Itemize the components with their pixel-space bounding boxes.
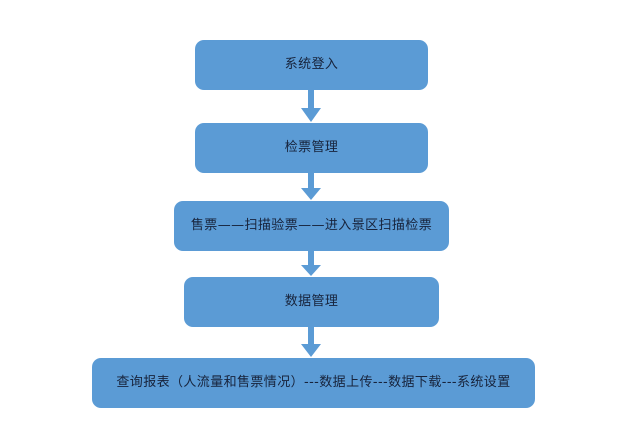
down-arrow-icon xyxy=(297,326,325,359)
flow-node-label: 售票——扫描验票——进入景区扫描检票 xyxy=(190,217,433,233)
flow-node-data-management[interactable]: 数据管理 xyxy=(184,277,439,327)
down-arrow-icon xyxy=(297,172,325,202)
down-arrow-icon xyxy=(297,250,325,278)
flow-node-ticket-management[interactable]: 检票管理 xyxy=(195,123,428,173)
flow-node-label: 系统登入 xyxy=(284,56,339,72)
flow-node-ticket-process[interactable]: 售票——扫描验票——进入景区扫描检票 xyxy=(174,201,449,251)
flow-node-data-functions[interactable]: 查询报表（人流量和售票情况）---数据上传---数据下载---系统设置 xyxy=(92,358,535,408)
flow-node-system-login[interactable]: 系统登入 xyxy=(195,40,428,90)
flow-node-label: 数据管理 xyxy=(284,293,339,309)
down-arrow-icon xyxy=(297,89,325,124)
flow-node-label: 查询报表（人流量和售票情况）---数据上传---数据下载---系统设置 xyxy=(116,374,511,390)
flow-node-label: 检票管理 xyxy=(284,139,339,155)
